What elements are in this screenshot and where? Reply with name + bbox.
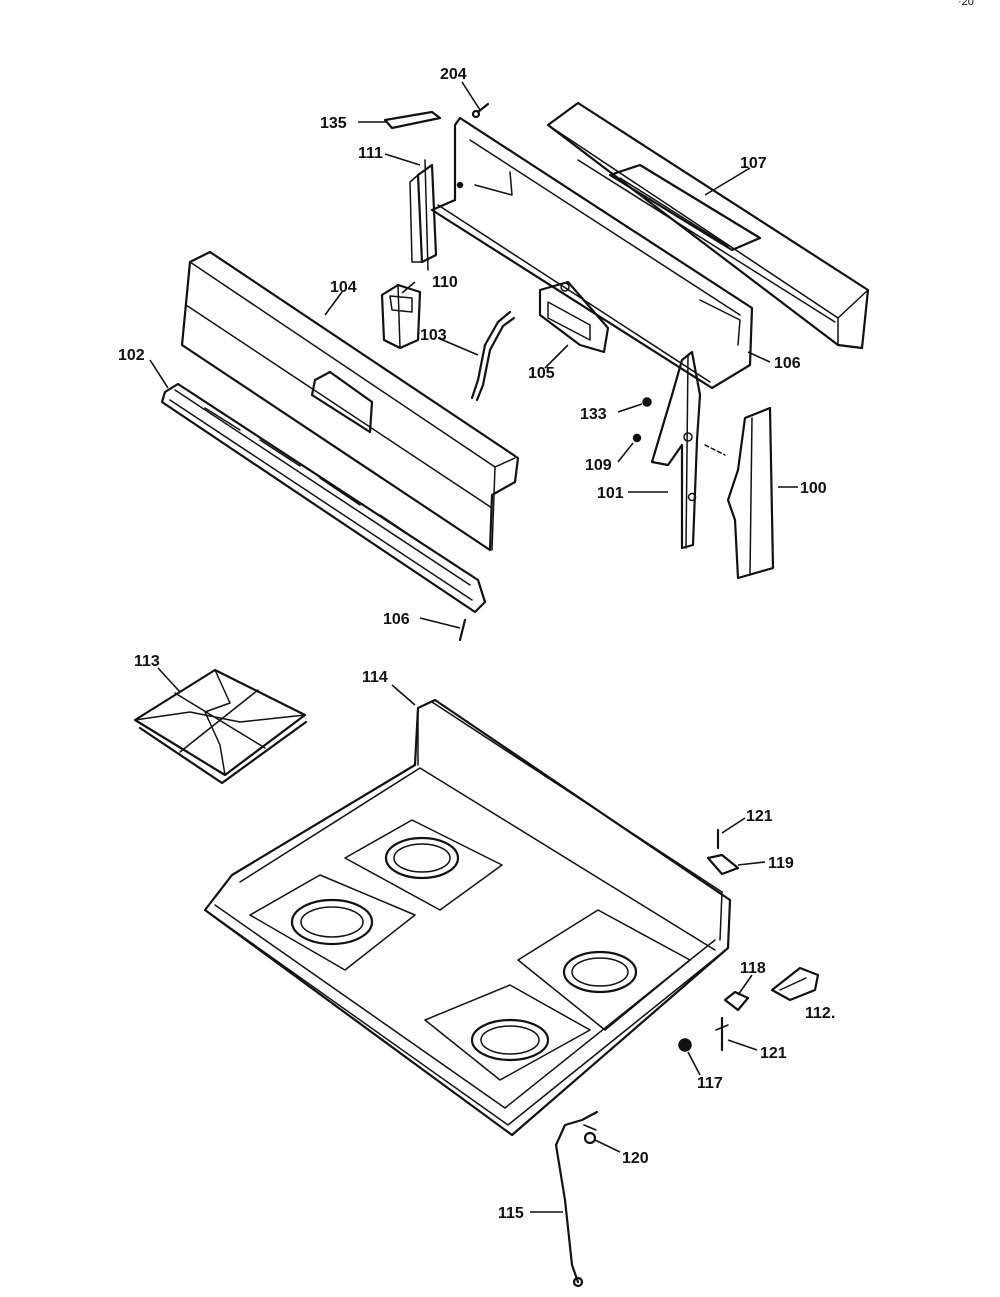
part-107-vent-trim: [546, 101, 870, 350]
part-101-bracket: [650, 350, 726, 550]
callout-135: 135: [320, 115, 347, 132]
callout-119: 119: [768, 855, 794, 872]
callout-204: 204: [440, 66, 467, 83]
part-135-clip: [383, 110, 442, 130]
callout-111: 111: [358, 145, 383, 162]
part-121-screw-lower: [715, 1016, 729, 1052]
callout-106-lower: 106: [383, 611, 410, 628]
callout-120: 120: [622, 1150, 649, 1167]
callout-103: 103: [420, 327, 447, 344]
part-112-hinge: [770, 966, 820, 1002]
callout-133: 133: [580, 406, 607, 423]
part-119-clip: [706, 853, 740, 876]
callout-110: 110: [432, 274, 458, 291]
part-113-grate: [133, 668, 308, 785]
part-120-spring: [583, 1124, 597, 1145]
callout-101: 101: [597, 485, 624, 502]
callout-100: 100: [800, 480, 827, 497]
callout-117: 117: [697, 1075, 723, 1092]
callout-106-upper: 106: [774, 355, 801, 372]
part-111-bracket: [409, 159, 438, 271]
callout-114: 114: [362, 669, 388, 686]
callout-118: 118: [740, 960, 766, 977]
part-106-backguard-frame: [430, 116, 754, 390]
callout-113: 113: [134, 653, 160, 670]
part-102-trim-strip: [160, 382, 487, 614]
part-117-plug: [678, 1038, 692, 1052]
callout-104: 104: [330, 279, 357, 296]
part-110-switch: [380, 283, 422, 350]
part-103-harness: [470, 310, 516, 402]
callout-112: 112.: [805, 1005, 835, 1022]
callout-121-upper: 121: [746, 808, 773, 825]
callout-labels: 204 135 111 107 110 104 102 103 105 106 …: [118, 66, 835, 1222]
leader-lines: [149, 81, 798, 1213]
part-105-clock: [538, 280, 610, 354]
part-100-side-panel: [726, 406, 775, 580]
callout-102: 102: [118, 347, 145, 364]
callout-109: 109: [585, 457, 612, 474]
part-204-screw: [471, 102, 490, 119]
callout-115: 115: [498, 1205, 524, 1222]
callout-121-lower: 121: [760, 1045, 787, 1062]
part-109-screw: [632, 433, 642, 443]
corner-mark: ·20: [958, 0, 974, 8]
part-114-cooktop: [203, 698, 732, 1137]
part-133-screw: [642, 397, 652, 407]
part-104-control-panel: [180, 250, 520, 552]
part-106-screw: [458, 618, 467, 642]
part-115-rod: [554, 1110, 599, 1288]
callout-105: 105: [528, 365, 555, 382]
part-118-clip: [723, 990, 750, 1012]
callout-107: 107: [740, 155, 767, 172]
